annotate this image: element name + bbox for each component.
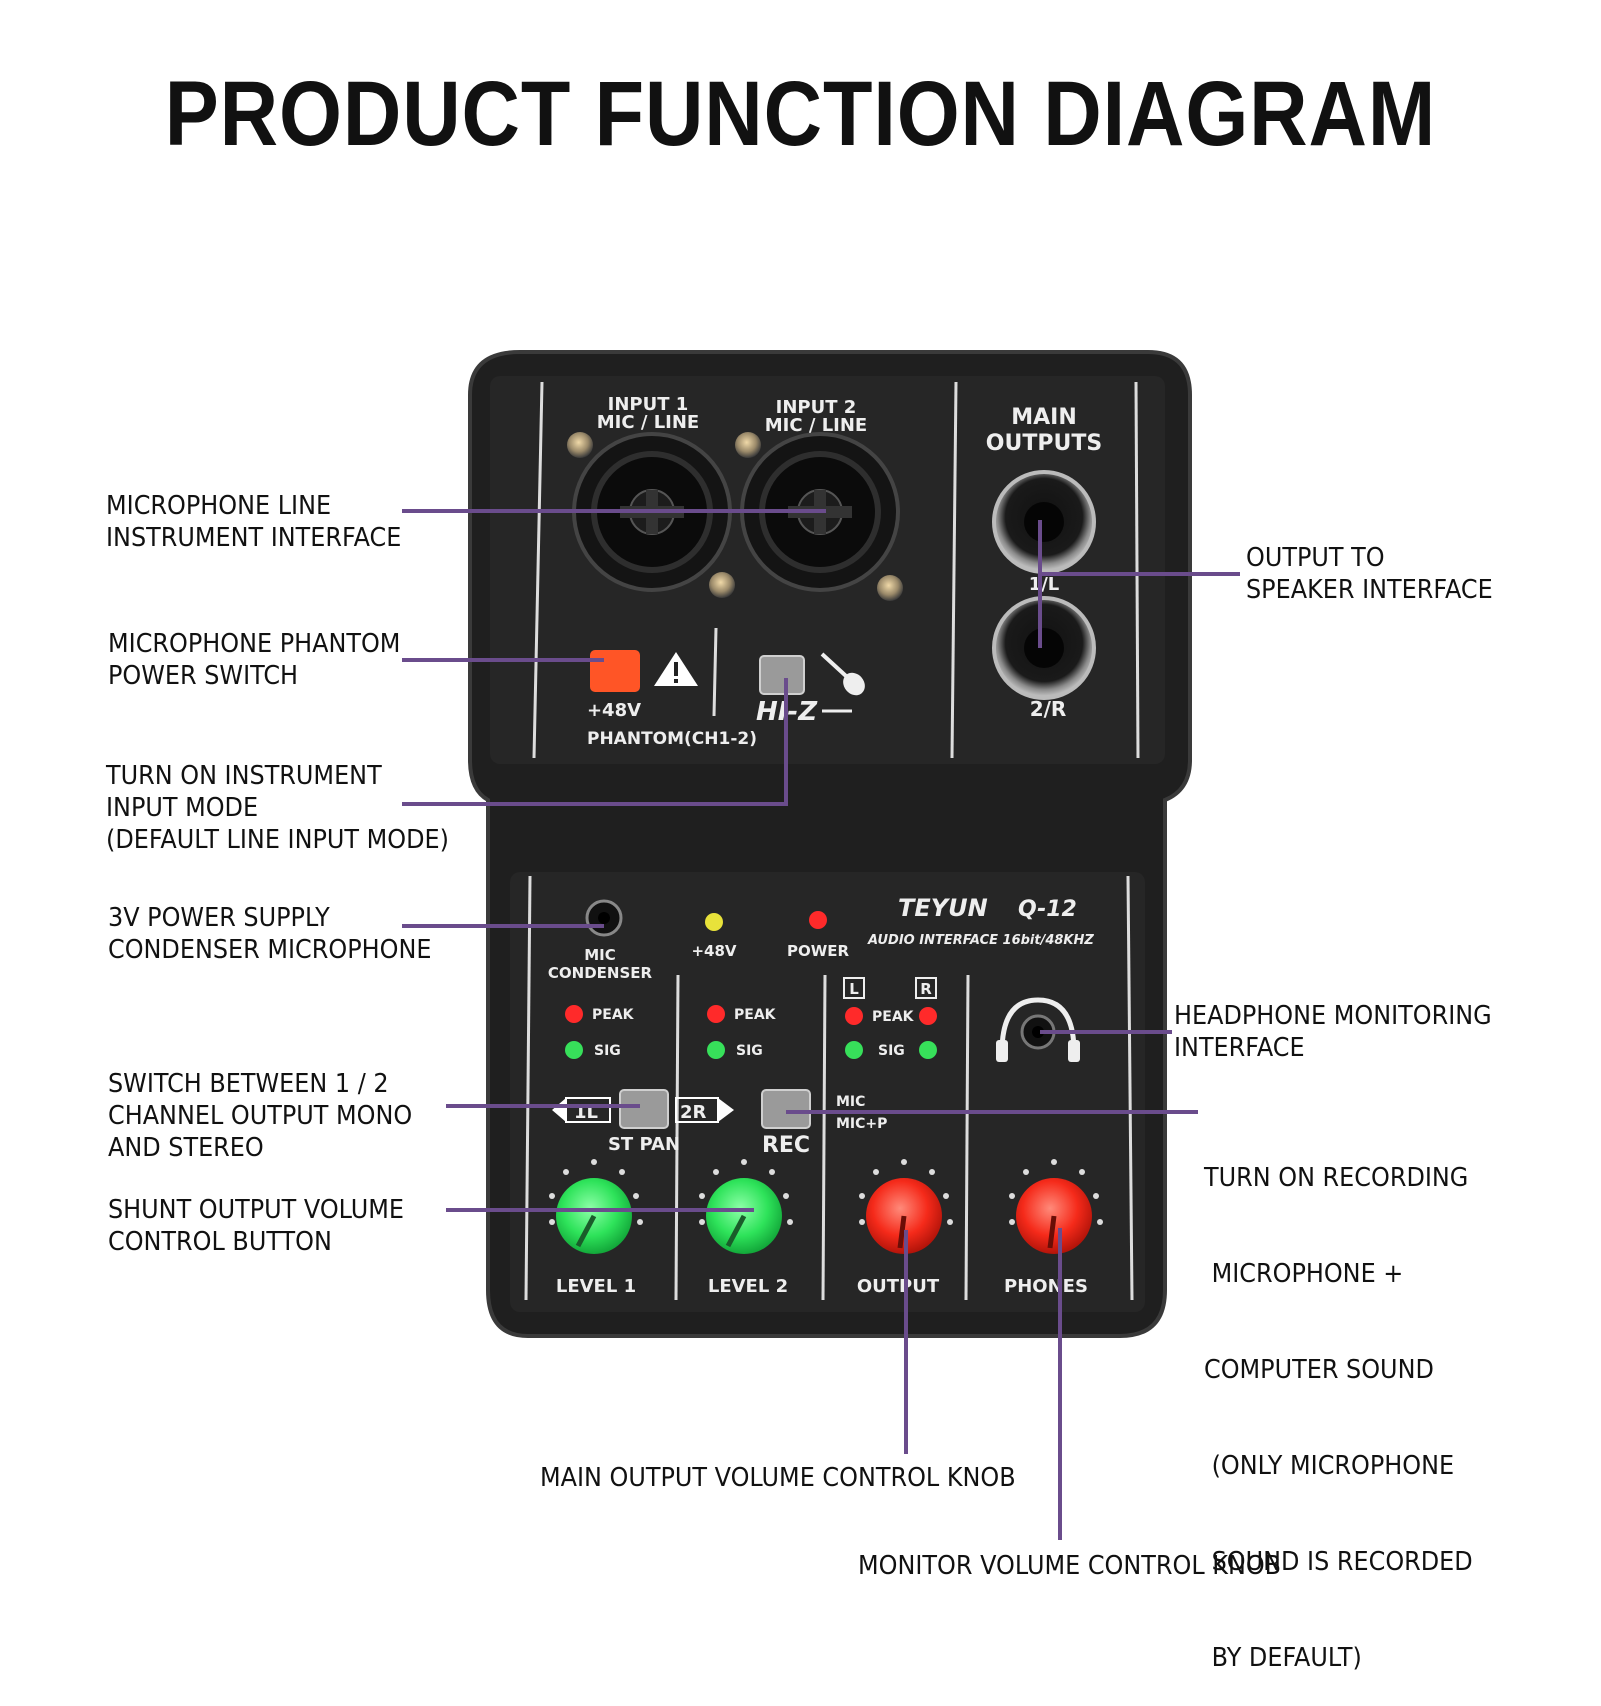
st-2r-label: 2R [680, 1102, 707, 1123]
r-label: R [920, 980, 932, 998]
st-pan-label: ST PAN [608, 1134, 680, 1155]
led-power-icon [809, 911, 827, 929]
callout-headphone: HEADPHONE MONITORING INTERFACE [1174, 1001, 1492, 1063]
output-jack-1-icon[interactable] [992, 470, 1096, 574]
callout-3v-power: 3V POWER SUPPLY CONDENSER MICROPHONE [108, 903, 432, 965]
callout-instrument: TURN ON INSTRUMENT INPUT MODE (DEFAULT L… [106, 761, 449, 855]
input2-label-line2: MIC / LINE [765, 415, 867, 436]
knob-level1[interactable] [549, 1159, 643, 1254]
rec-mic-label: MIC [836, 1094, 865, 1110]
phones-label: PHONES [1004, 1276, 1088, 1297]
rec-switch[interactable] [761, 1089, 811, 1129]
warning-triangle-icon [654, 652, 698, 686]
l-label: L [849, 980, 859, 998]
knob-phones[interactable] [1009, 1159, 1103, 1254]
main-outputs-label-line1: MAIN [1011, 405, 1077, 430]
phantom-label: PHANTOM(CH1-2) [587, 729, 757, 749]
callout-main-output-knob: MAIN OUTPUT VOLUME CONTROL KNOB [540, 1463, 1016, 1493]
input1-label-line1: INPUT 1 [608, 394, 689, 415]
main-outputs-label-line2: OUTPUTS [986, 431, 1102, 456]
peak-label-3: PEAK [872, 1009, 915, 1025]
led-48v-icon [705, 913, 723, 931]
r-box [915, 977, 937, 999]
rec-label: REC [762, 1133, 810, 1158]
knob-level2[interactable] [699, 1159, 793, 1254]
front-panel [510, 872, 1145, 1312]
input2-label-line1: INPUT 2 [776, 397, 857, 418]
out-1l-label: 1/L [1029, 574, 1060, 595]
mic-condenser-line1: MIC [584, 946, 616, 964]
leader-lines [402, 509, 1240, 1540]
callout-switch-mono: SWITCH BETWEEN 1 / 2 CHANNEL OUTPUT MONO… [108, 1069, 413, 1163]
output-label: OUTPUT [857, 1276, 940, 1297]
level2-label: LEVEL 2 [708, 1276, 788, 1297]
callout-recording: TURN ON RECORDING MICROPHONE + COMPUTER … [1204, 1163, 1473, 1673]
out-2r-label: 2/R [1030, 697, 1067, 721]
sig-label-2: SIG [736, 1043, 763, 1059]
callout-monitor-knob: MONITOR VOLUME CONTROL KNOB [858, 1551, 1282, 1581]
hi-z-switch[interactable] [759, 655, 805, 695]
callout-shunt: SHUNT OUTPUT VOLUME CONTROL BUTTON [108, 1195, 405, 1257]
peak-led-icons [565, 1005, 937, 1025]
level1-label: LEVEL 1 [556, 1276, 636, 1297]
brand-label: TEYUN [898, 894, 988, 922]
model-label: Q-12 [1018, 897, 1077, 922]
sig-label-3: SIG [878, 1043, 905, 1059]
callout-phantom: MICROPHONE PHANTOM POWER SWITCH [108, 629, 401, 691]
l-box [843, 977, 865, 999]
led-power-label: POWER [787, 942, 850, 960]
mic-condenser-line2: CONDENSER [548, 964, 653, 982]
sig-led-icons [565, 1041, 937, 1059]
headphone-icon [996, 997, 1080, 1062]
sig-label-1: SIG [594, 1043, 621, 1059]
peak-label-2: PEAK [734, 1007, 777, 1023]
input1-label-line2: MIC / LINE [597, 412, 699, 433]
led-48v-label: +48V [691, 942, 736, 960]
output-jack-2-icon[interactable] [992, 596, 1096, 700]
page-title: PRODUCT FUNCTION DIAGRAM [164, 63, 1437, 165]
callout-mic-line: MICROPHONE LINE INSTRUMENT INTERFACE [106, 491, 402, 553]
device-subtitle: AUDIO INTERFACE 16bit/48KHZ [867, 933, 1094, 948]
phantom-power-switch[interactable] [590, 650, 640, 692]
st-pan-switch[interactable] [619, 1089, 669, 1129]
mic-condenser-jack-icon[interactable] [585, 899, 623, 937]
peak-label-1: PEAK [592, 1007, 635, 1023]
plus48v-label: +48V [587, 700, 641, 721]
panel-dividers [524, 381, 1140, 1301]
guitar-icon [820, 652, 865, 696]
knob-output[interactable] [859, 1159, 953, 1254]
audio-interface-device: INPUT 1 MIC / LINE INPUT 2 MIC / LINE MA… [402, 350, 1240, 1540]
callout-speaker: OUTPUT TO SPEAKER INTERFACE [1246, 543, 1493, 605]
rec-micp-label: MIC+P [836, 1116, 887, 1132]
screw-icons [567, 432, 903, 601]
